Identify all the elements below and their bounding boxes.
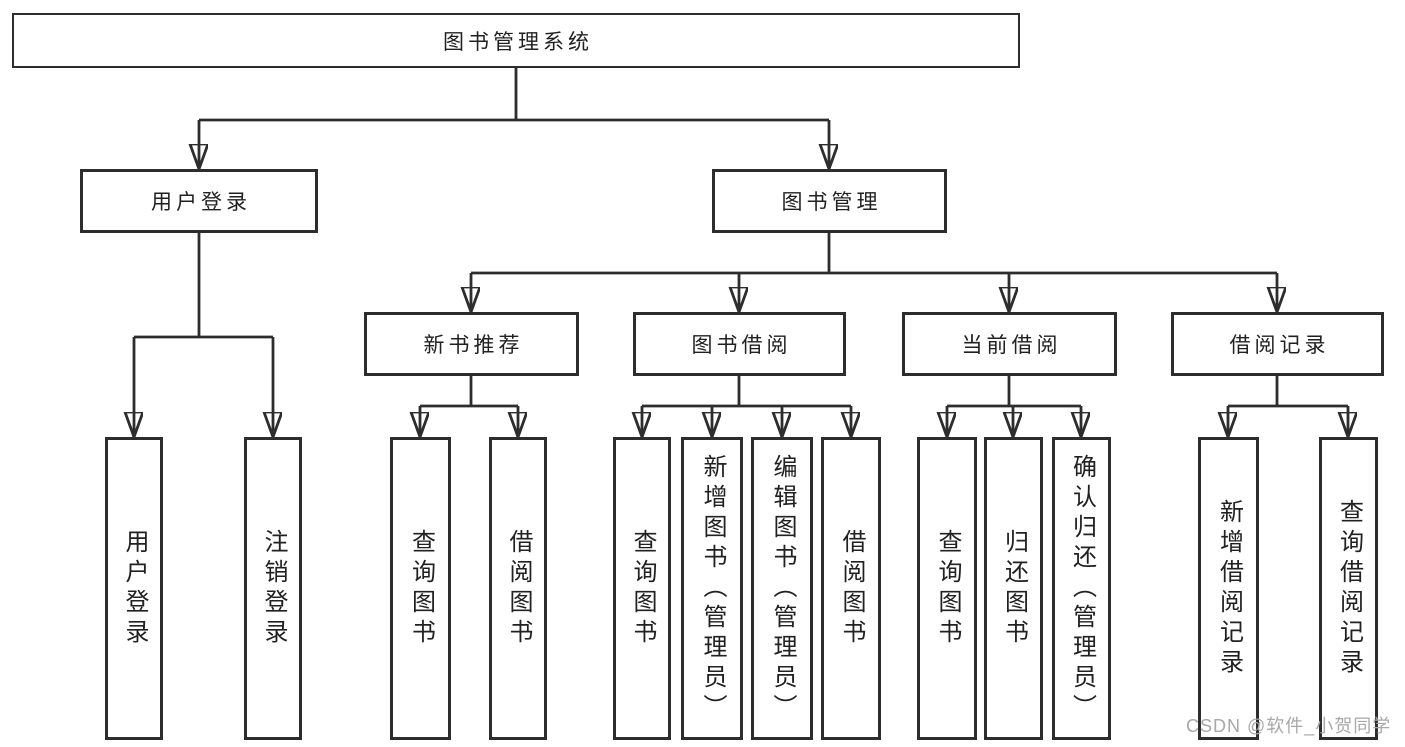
node-user-login: 用户登录	[80, 169, 318, 233]
leaf-confirm-return-admin: 确认归还（管理员）	[1052, 437, 1111, 740]
node-current-borrow: 当前借阅	[902, 312, 1117, 376]
leaf-borrow-books-2: 借阅图书	[821, 437, 881, 740]
node-book-management: 图书管理	[712, 169, 947, 233]
leaf-query-books-1: 查询图书	[390, 437, 451, 740]
leaf-borrow-books-1: 借阅图书	[489, 437, 547, 740]
leaf-add-book-admin: 新增图书（管理员）	[681, 437, 743, 740]
connector-borrow-records-children	[1228, 376, 1348, 436]
connector-user-login-children	[134, 233, 273, 436]
leaf-query-books-2: 查询图书	[613, 437, 671, 740]
leaf-user-login: 用户登录	[105, 437, 163, 740]
connector-current-borrow-children	[947, 376, 1081, 436]
node-root: 图书管理系统	[12, 13, 1020, 68]
node-new-book-recommend: 新书推荐	[364, 312, 579, 376]
connector-root-to-level2	[199, 68, 829, 168]
leaf-query-books-3: 查询图书	[917, 437, 977, 740]
leaf-new-borrow-record: 新增借阅记录	[1198, 437, 1259, 740]
watermark: CSDN @软件_小贺同学	[1186, 716, 1392, 736]
leaf-return-books: 归还图书	[984, 437, 1043, 740]
connector-book-management-children	[471, 233, 1277, 311]
leaf-logout-login: 注销登录	[244, 437, 302, 740]
node-borrow-records: 借阅记录	[1171, 312, 1384, 376]
connector-book-borrow-children	[642, 376, 851, 436]
leaf-edit-book-admin: 编辑图书（管理员）	[751, 437, 813, 740]
leaf-query-borrow-record: 查询借阅记录	[1319, 437, 1378, 740]
connector-new-book-recommend-children	[420, 376, 518, 436]
node-book-borrow: 图书借阅	[633, 312, 846, 376]
